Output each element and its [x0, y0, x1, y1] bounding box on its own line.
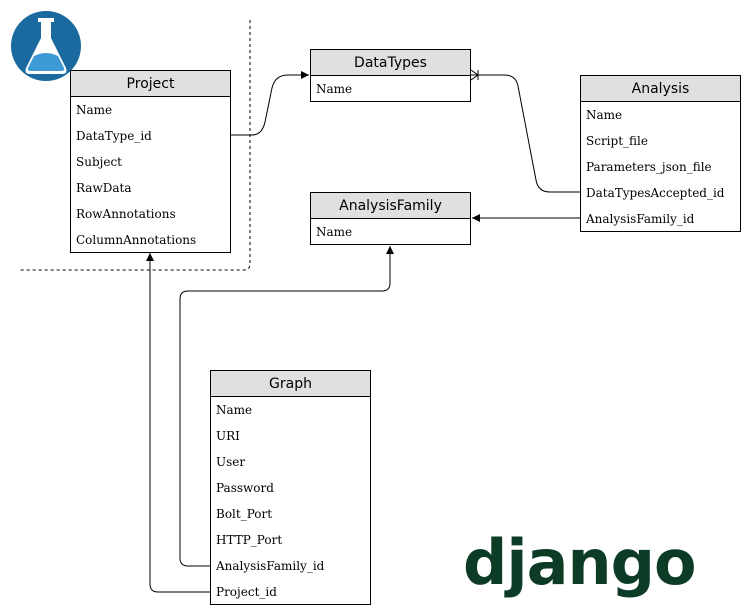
connector-graph-project [146, 253, 210, 593]
project-boundary-dashed-line [20, 20, 251, 271]
field-datatypesaccepted-id: DataTypesAccepted_id [586, 186, 725, 200]
field-rowannotations: RowAnnotations [76, 207, 176, 221]
crowfoot-datatypes [470, 69, 479, 81]
table-header: Analysis [581, 76, 740, 102]
field-name: Name [316, 82, 353, 96]
table-project[interactable]: Project Name DataType_id Subject RawData… [70, 70, 231, 253]
field-bolt-port: Bolt_Port [216, 507, 273, 521]
table-header: Project [71, 71, 230, 97]
lab-flask-icon [11, 11, 81, 81]
field-subject: Subject [76, 155, 122, 169]
connector-graph-analysisfamily [179, 246, 394, 567]
field-datatype-id: DataType_id [76, 129, 152, 143]
table-header: Graph [211, 371, 370, 397]
field-name: Name [586, 108, 623, 122]
table-graph[interactable]: Graph Name URI User Password Bolt_Port H… [210, 370, 371, 605]
field-password: Password [216, 481, 274, 495]
field-user: User [216, 455, 246, 469]
connector-project-datatype [230, 71, 309, 136]
table-datatypes[interactable]: DataTypes Name [310, 49, 471, 102]
field-rawdata: RawData [76, 181, 132, 195]
table-header: AnalysisFamily [311, 193, 470, 219]
field-uri: URI [216, 429, 240, 443]
field-script-file: Script_file [586, 134, 648, 148]
django-logo: django [463, 526, 697, 599]
field-name: Name [216, 403, 253, 417]
table-analysisfamily[interactable]: AnalysisFamily Name [310, 192, 471, 245]
field-project-id: Project_id [216, 585, 277, 599]
field-columnannotations: ColumnAnnotations [76, 233, 197, 247]
field-parameters-json-file: Parameters_json_file [586, 160, 712, 174]
field-analysisfamily-id: AnalysisFamily_id [216, 559, 325, 573]
field-name: Name [316, 225, 353, 239]
table-header: DataTypes [311, 50, 470, 76]
connector-analysis-datatypes [471, 74, 580, 193]
table-analysis[interactable]: Analysis Name Script_file Parameters_jso… [580, 75, 741, 232]
field-analysisfamily-id: AnalysisFamily_id [586, 212, 695, 226]
field-name: Name [76, 103, 113, 117]
field-http-port: HTTP_Port [216, 533, 283, 547]
